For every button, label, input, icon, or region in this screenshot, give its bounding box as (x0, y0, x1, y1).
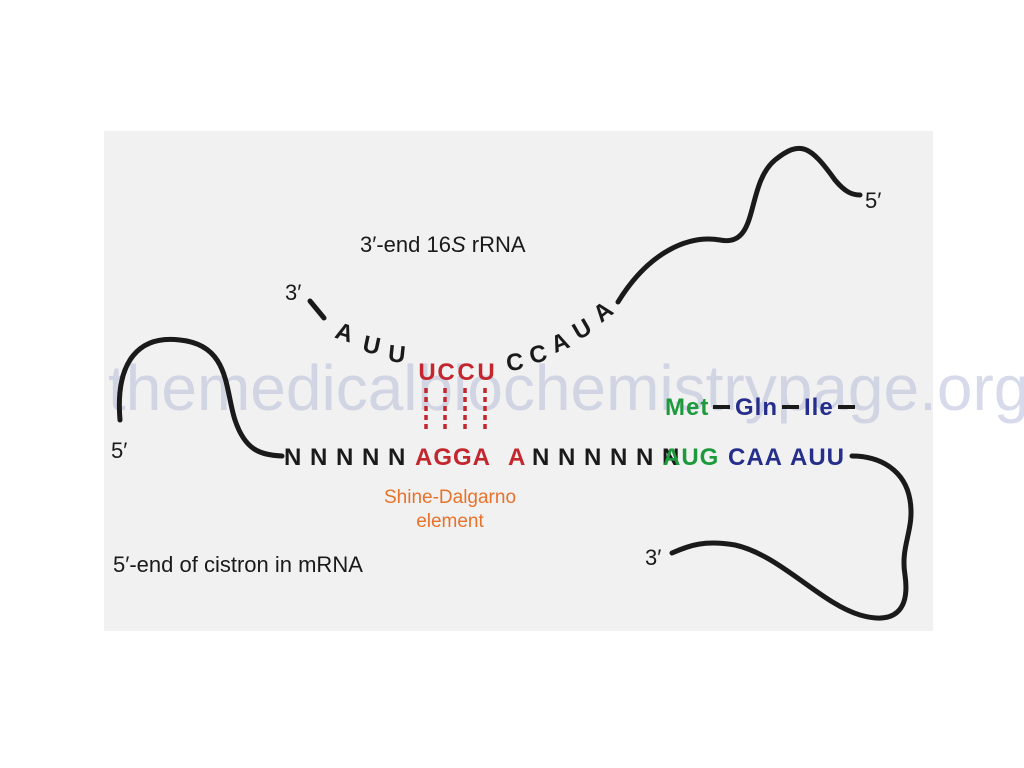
rrna-base: U (387, 340, 407, 369)
peptide-ile: Ile (804, 394, 834, 421)
watermark: themedicalbiochemistrypage.org (108, 352, 1024, 424)
figure-panel (104, 131, 933, 631)
rrna-5-end-label: 5′ (865, 188, 881, 213)
mrna-label: 5′-end of cistron in mRNA (113, 552, 363, 577)
mrna-a: A (508, 444, 526, 471)
peptide-gln: Gln (735, 394, 778, 421)
mrna-3-strand (669, 453, 914, 621)
shine-dalgarno-sequence: AGGA (415, 444, 491, 471)
rrna-base: A (588, 296, 618, 328)
mrna-leader: N N N N N (284, 444, 406, 471)
mrna-spacer: N N N N N N (532, 444, 680, 471)
peptide-met: Met (665, 394, 709, 421)
rrna-label: 3′-end 16S rRNA (360, 232, 526, 257)
codon-3: AUU (790, 444, 845, 471)
rrna-base: C (527, 340, 550, 370)
mrna-3-end-label: 3′ (645, 545, 661, 570)
start-codon: AUG (663, 444, 719, 471)
rrna-strand-tail (615, 145, 863, 305)
base-pair-dashes (424, 388, 487, 432)
rrna-3-end-dash (307, 298, 327, 321)
rrna-base: C (437, 359, 454, 386)
mrna-5-strand (116, 336, 285, 459)
rrna-base: C (457, 359, 474, 386)
rrna-base: U (477, 359, 494, 386)
codon-2: CAA (728, 444, 783, 471)
mrna-5-end-label: 5′ (111, 438, 127, 463)
sd-label-line1: Shine-Dalgarno (384, 487, 516, 508)
rrna-3-end-label: 3′ (285, 280, 301, 305)
rrna-base: U (418, 359, 435, 386)
sd-label-line2: element (416, 511, 484, 532)
rrna-base: U (568, 313, 597, 345)
rrna-base: C (504, 348, 525, 377)
rrna-base: A (332, 317, 357, 348)
rrna-base: U (360, 331, 383, 361)
